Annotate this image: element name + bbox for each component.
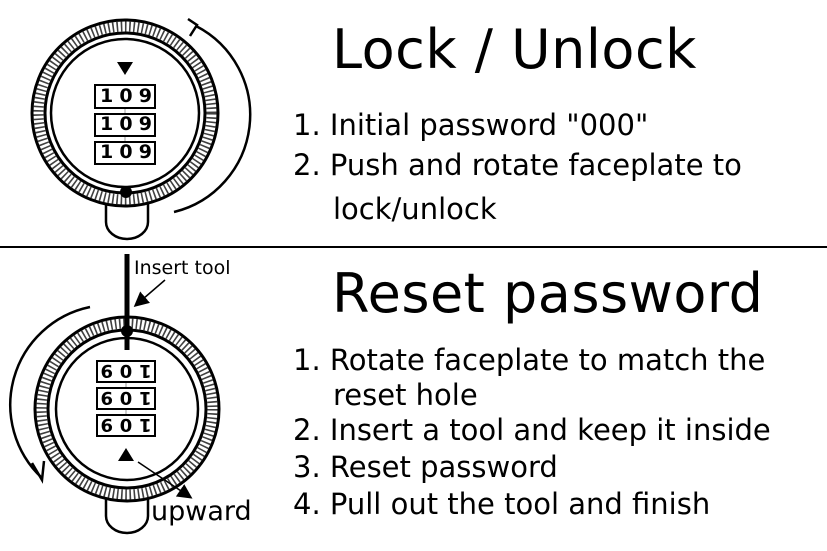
indicator-triangle-icon — [118, 448, 134, 461]
lock-step: 1. Initial password "000" — [293, 108, 649, 142]
reset-step: 4. Pull out the tool and finish — [293, 487, 711, 521]
digit: 1 — [139, 387, 152, 408]
digit: 9 — [138, 85, 152, 107]
section-divider — [0, 246, 827, 248]
digit: 9 — [138, 141, 152, 163]
digit: 0 — [119, 85, 133, 107]
digit: 0 — [119, 414, 133, 435]
lock-unlock-title: Lock / Unlock — [332, 18, 697, 81]
digit: 0 — [119, 360, 133, 381]
digit: 1 — [100, 85, 114, 107]
shackle — [104, 496, 150, 535]
rotate-arrow-icon — [173, 24, 252, 214]
reset-password-title: Reset password — [332, 262, 764, 325]
digit: 1 — [100, 141, 114, 163]
lock-unlock-illustration — [30, 17, 252, 241]
digit: 0 — [119, 387, 133, 408]
reset-password-illustration — [9, 254, 221, 535]
digit: 0 — [119, 113, 133, 135]
reset-step: 2. Insert a tool and keep it inside — [293, 413, 771, 447]
reset-step: 3. Reset password — [293, 450, 558, 484]
digit: 9 — [100, 414, 113, 435]
shackle — [104, 202, 150, 241]
digit: 0 — [119, 141, 133, 163]
insert-tool-label: Insert tool — [134, 257, 231, 279]
lock-step: lock/unlock — [333, 192, 497, 226]
upward-label: upward — [151, 496, 252, 527]
digit: 1 — [139, 414, 152, 435]
rotate-arrow-icon — [9, 305, 91, 479]
lock-step: 2. Push and rotate faceplate to — [293, 148, 742, 182]
digit: 9 — [100, 360, 113, 381]
digit: 9 — [100, 387, 113, 408]
indicator-triangle-icon — [117, 62, 133, 75]
reset-step: reset hole — [333, 378, 478, 412]
digit: 9 — [138, 113, 152, 135]
reset-step: 1. Rotate faceplate to match the — [293, 343, 766, 377]
digit: 1 — [139, 360, 152, 381]
reset-hole-dot — [120, 186, 132, 198]
digit: 1 — [100, 113, 114, 135]
reset-hole-dot — [121, 325, 133, 337]
